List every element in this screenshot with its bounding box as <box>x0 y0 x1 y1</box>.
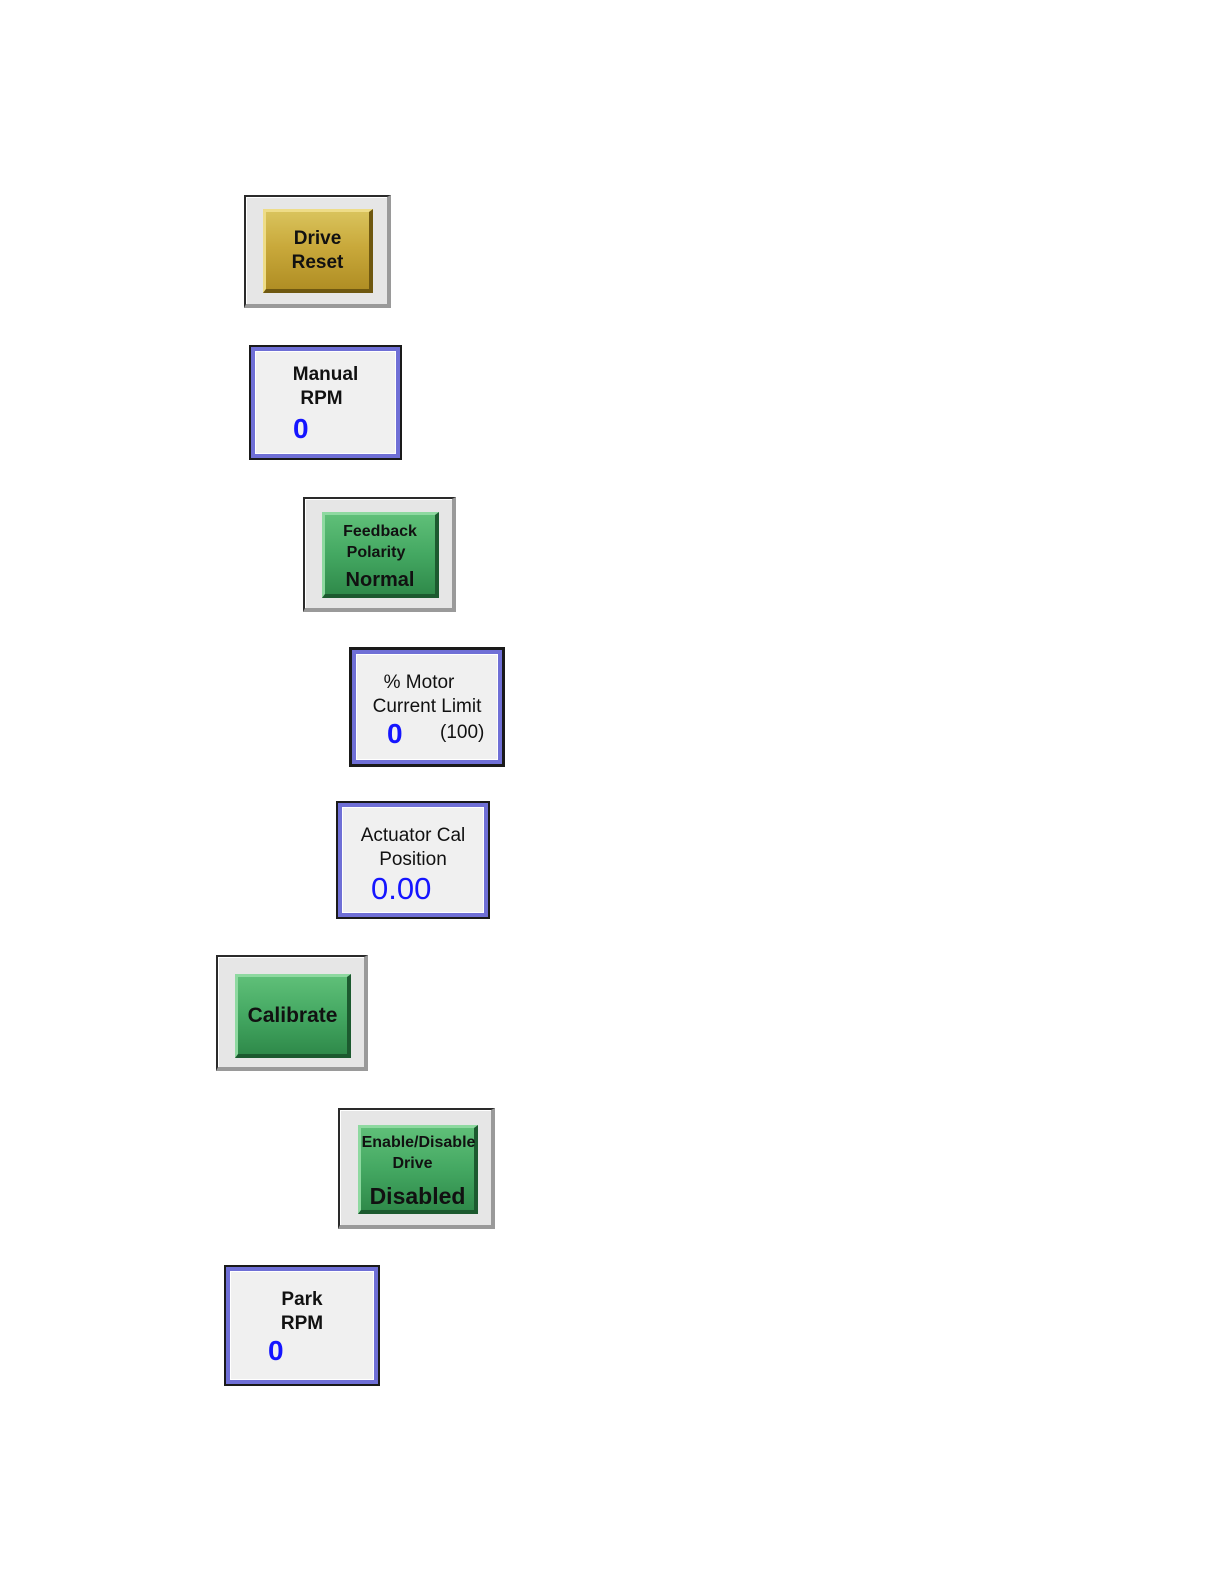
park-rpm-value: 0 <box>268 1335 284 1367</box>
actuator-cal-label-line1: Actuator Cal <box>342 824 484 848</box>
park-rpm-field[interactable]: Park RPM 0 <box>224 1265 380 1386</box>
drive-reset-label-line1: Drive <box>294 227 342 251</box>
calibrate-frame: Calibrate <box>216 955 368 1071</box>
manual-rpm-label-line1: Manual <box>255 363 396 387</box>
park-rpm-label-line1: Park <box>230 1288 374 1312</box>
feedback-polarity-state: Normal <box>346 568 415 592</box>
enable-disable-drive-label-line2: Drive <box>392 1153 432 1174</box>
feedback-polarity-button[interactable]: Feedback Polarity Normal <box>322 512 439 598</box>
feedback-polarity-label-line1: Feedback <box>343 521 417 542</box>
motor-current-limit-field[interactable]: % Motor Current Limit 0 (100) <box>350 648 504 766</box>
calibrate-button[interactable]: Calibrate <box>235 974 351 1058</box>
motor-current-limit-max: (100) <box>440 722 484 744</box>
park-rpm-label-line2: RPM <box>230 1312 374 1336</box>
manual-rpm-label-line2: RPM <box>251 387 392 411</box>
enable-disable-drive-frame: Enable/Disable Drive Disabled <box>338 1108 495 1229</box>
drive-reset-label-line2: Reset <box>292 251 344 275</box>
actuator-cal-position-field[interactable]: Actuator Cal Position 0.00 <box>336 801 490 919</box>
manual-rpm-field[interactable]: Manual RPM 0 <box>249 345 402 460</box>
calibrate-label: Calibrate <box>248 1004 338 1028</box>
enable-disable-drive-state: Disabled <box>370 1182 466 1210</box>
enable-disable-drive-button[interactable]: Enable/Disable Drive Disabled <box>358 1125 478 1214</box>
feedback-polarity-frame: Feedback Polarity Normal <box>303 497 456 612</box>
motor-current-limit-label-line2: Current Limit <box>356 695 498 719</box>
feedback-polarity-label-line2: Polarity <box>347 542 406 563</box>
motor-current-limit-value: 0 <box>387 718 403 750</box>
drive-reset-button[interactable]: Drive Reset <box>263 209 373 293</box>
actuator-cal-value: 0.00 <box>371 871 431 907</box>
motor-current-limit-label-line1: % Motor <box>348 671 490 695</box>
manual-rpm-value: 0 <box>293 413 309 445</box>
actuator-cal-label-line2: Position <box>342 848 484 872</box>
drive-reset-frame: Drive Reset <box>244 195 391 308</box>
enable-disable-drive-label-line1: Enable/Disable <box>362 1132 476 1153</box>
